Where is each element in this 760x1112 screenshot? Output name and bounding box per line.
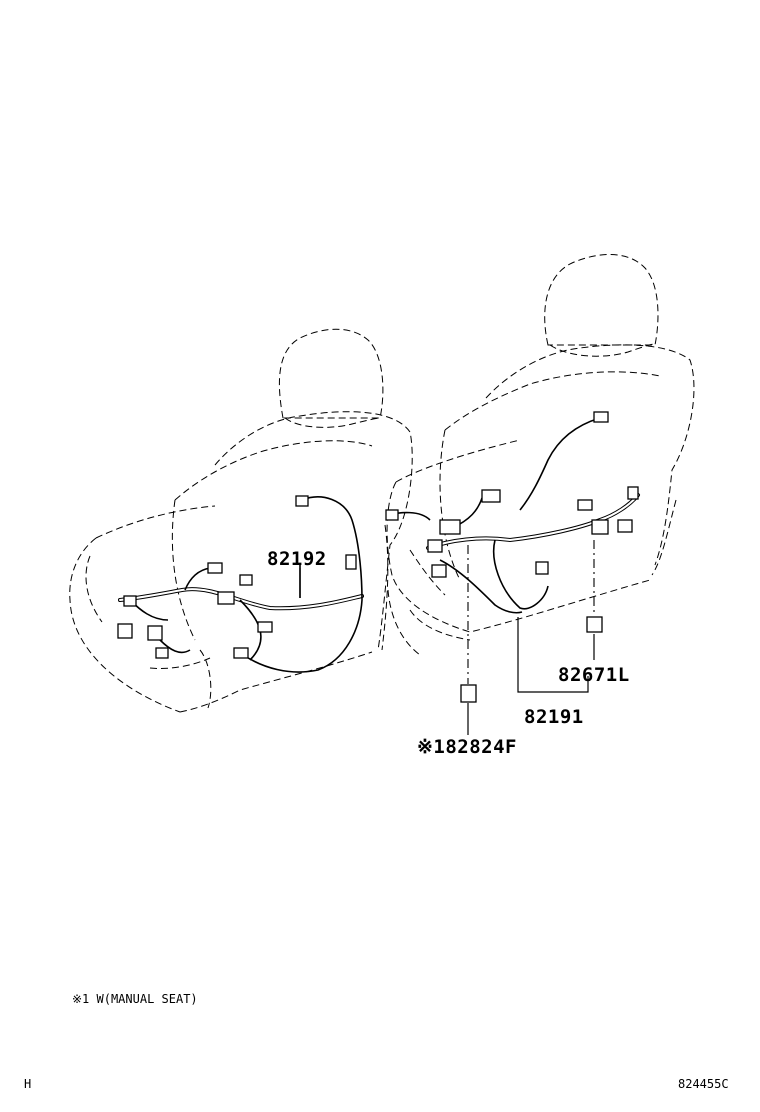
leader-lines	[299, 540, 595, 735]
connector-82824f-part	[460, 684, 477, 703]
callout-82192[interactable]: 82192	[267, 548, 327, 570]
callout-82824f[interactable]: ※182824F	[417, 736, 517, 758]
illustration-number: 824455C	[678, 1077, 729, 1091]
callout-82191[interactable]: 82191	[524, 706, 584, 728]
callout-82671l[interactable]: 82671L	[558, 664, 630, 686]
right-wire-harness	[385, 411, 640, 614]
left-seat-outline	[69, 328, 413, 713]
connector-82671l-part	[586, 616, 603, 633]
left-wire-harness	[117, 495, 364, 673]
footnote-manual-seat: ※1 W(MANUAL SEAT)	[72, 992, 198, 1006]
right-seat-outline	[386, 254, 695, 656]
corner-mark: H	[24, 1077, 32, 1091]
